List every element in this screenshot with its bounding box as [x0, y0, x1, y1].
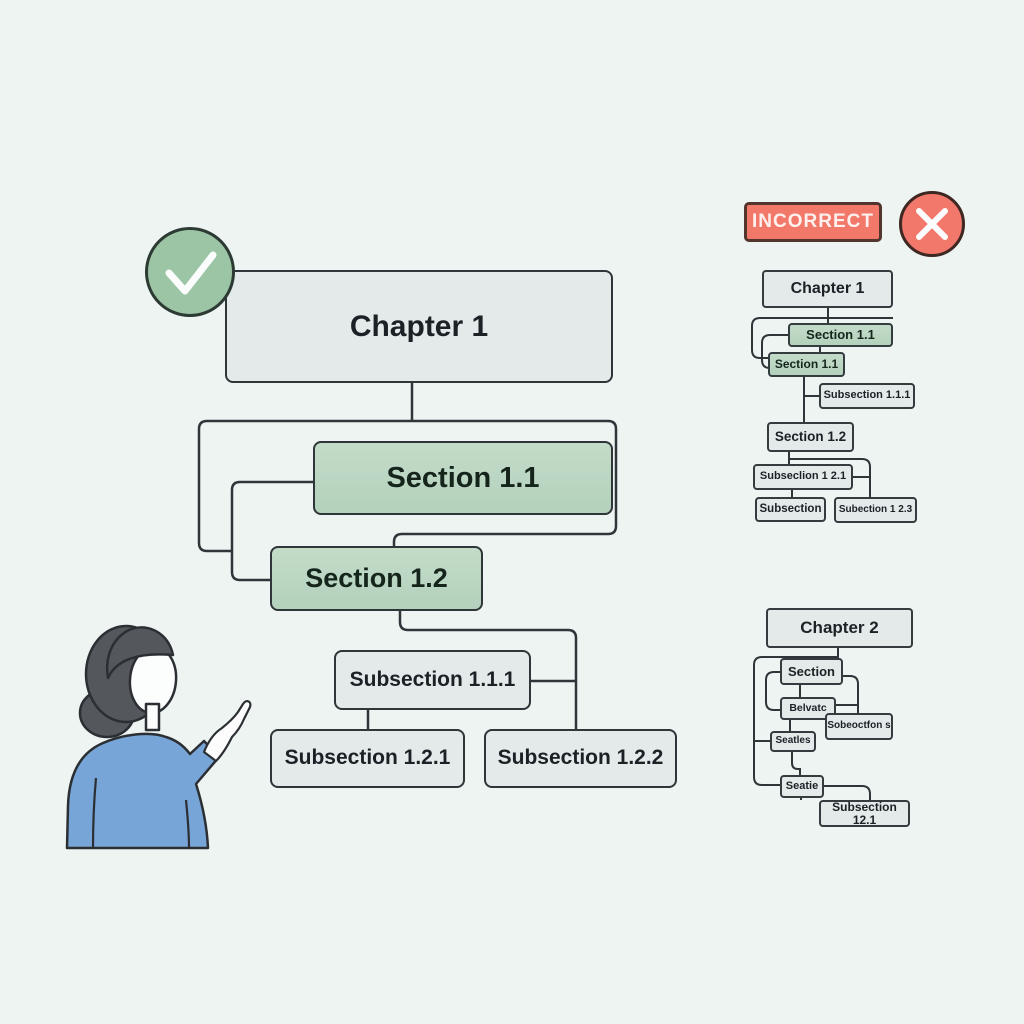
node-subsection-1-2-1: Subsection 1.2.1	[270, 729, 465, 788]
node-subsection-1-2-2: Subsection 1.2.2	[484, 729, 677, 788]
node-i2-seatles: Seatles	[770, 731, 816, 752]
node-i1-subection-1-2-3: Subection 1 2.3	[834, 497, 917, 523]
node-section-1-1: Section 1.1	[313, 441, 613, 515]
node-i1-subsection-1-2-1: Subseclion 1 2.1	[753, 464, 853, 490]
node-i2-section: Section	[780, 658, 843, 685]
node-i2-seatie: Seatie	[780, 775, 824, 798]
node-i2-sobeoctfon-s: Sobeoctfon s	[825, 713, 893, 740]
node-i1-chapter-1: Chapter 1	[762, 270, 893, 308]
node-i2-chapter-2: Chapter 2	[766, 608, 913, 648]
incorrect-badge: INCORRECT	[744, 202, 882, 242]
check-icon	[145, 227, 235, 317]
node-i1-section-1-1-a: Section 1.1	[788, 323, 893, 347]
node-i2-belvatc: Belvatc	[780, 697, 836, 720]
node-i1-section-1-1-b: Section 1.1	[768, 352, 845, 377]
x-icon	[899, 191, 965, 257]
node-i1-subsection: Subsection	[755, 497, 826, 522]
node-i1-section-1-2: Section 1.2	[767, 422, 854, 452]
node-section-1-2: Section 1.2	[270, 546, 483, 611]
node-i1-subsection-1-1-1: Subsection 1.1.1	[819, 383, 915, 409]
node-i2-subsection-12-1: Subsection 12.1	[819, 800, 910, 827]
node-chapter-1: Chapter 1	[225, 270, 613, 383]
node-subsection-1-1-1: Subsection 1.1.1	[334, 650, 531, 710]
